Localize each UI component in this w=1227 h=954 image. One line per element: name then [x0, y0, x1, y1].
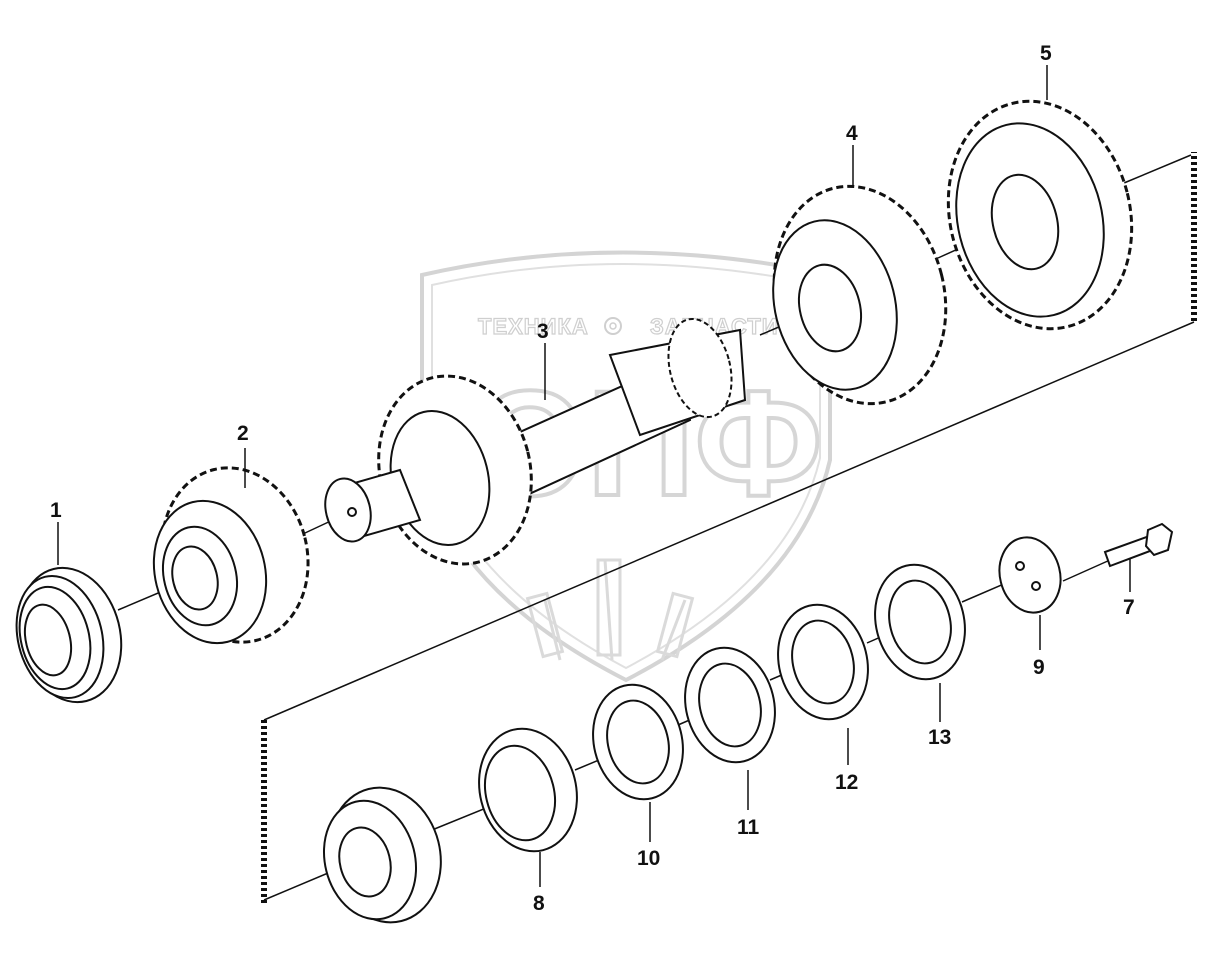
callout-4: 4 [846, 122, 858, 145]
watermark-brand-left: ТЕХНИКА [478, 314, 589, 339]
callout-5: 5 [1040, 42, 1052, 65]
gear-icon [604, 317, 622, 335]
callouts: 1 2 3 4 5 7 8 9 10 11 12 13 [50, 42, 1135, 915]
watermark-wheat [525, 558, 695, 661]
part-12-washer [777, 603, 869, 721]
callout-13: 13 [928, 726, 951, 749]
part-13-washer [874, 563, 966, 681]
watermark-shield [420, 250, 832, 683]
callout-10: 10 [637, 847, 660, 870]
part-9-plate [998, 536, 1062, 614]
callout-9: 9 [1033, 656, 1045, 679]
callout-11: 11 [737, 816, 760, 839]
callout-1: 1 [50, 499, 62, 522]
callout-8: 8 [533, 892, 545, 915]
callout-3: 3 [537, 320, 549, 343]
part-3-shaft [324, 317, 747, 566]
part-8-seal [478, 727, 578, 853]
part-4-gear [772, 184, 948, 406]
part-11-washer [684, 646, 776, 764]
leader-lines [57, 65, 1131, 887]
part-7-bolt [1103, 522, 1174, 568]
part-1-bearing [15, 566, 123, 704]
part-10-washer [592, 683, 684, 801]
part-5-gear [946, 99, 1134, 331]
part-2-gear [152, 466, 310, 645]
callout-7: 7 [1123, 596, 1135, 619]
callout-12: 12 [835, 771, 858, 794]
callout-2: 2 [237, 422, 249, 445]
part-lower-bearing [322, 786, 442, 924]
